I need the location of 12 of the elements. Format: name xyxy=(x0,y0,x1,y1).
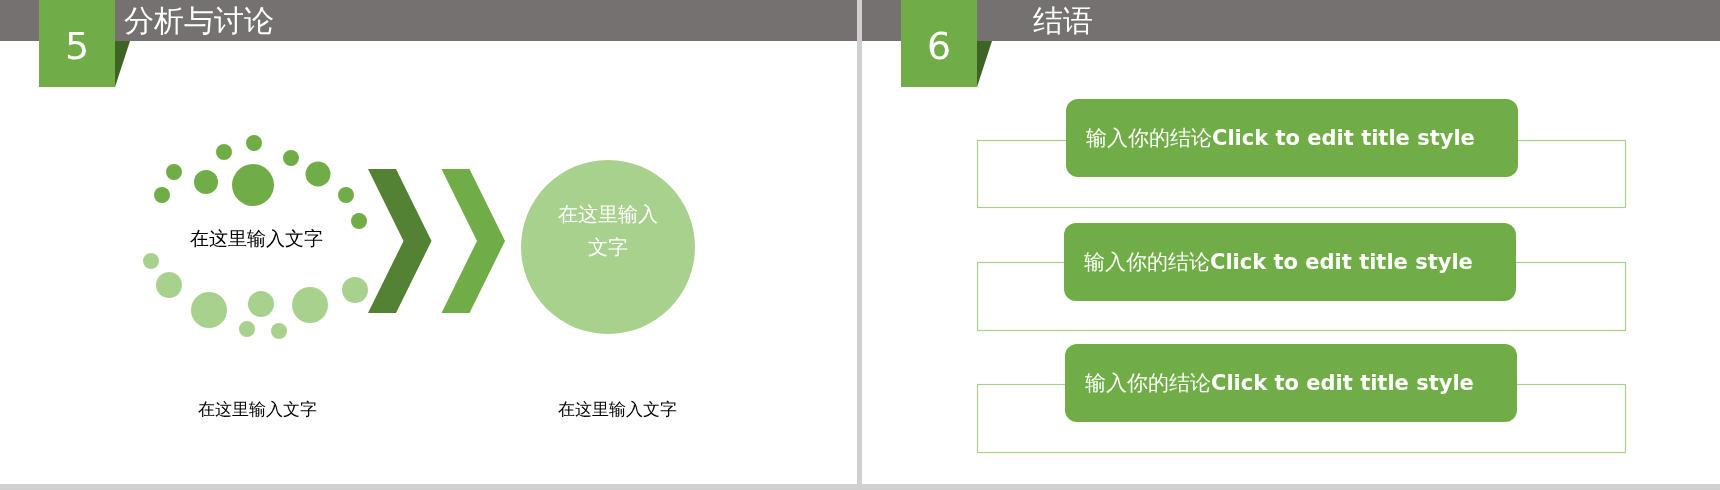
conclusion-box: 输入你的结论Click to edit title style xyxy=(1064,223,1516,301)
body-text: 在这里输入文字 xyxy=(188,226,324,251)
caption-text: 在这里输入文字 xyxy=(556,398,678,421)
number-box: 5 xyxy=(39,0,115,87)
number-box: 6 xyxy=(901,0,977,87)
body-text: 在这里输入文字 xyxy=(557,201,659,261)
conclusion-box: 输入你的结论Click to edit title style xyxy=(1066,99,1518,177)
caption-text: 在这里输入文字 xyxy=(196,398,318,421)
conclusion-box: 输入你的结论Click to edit title style xyxy=(1065,344,1517,422)
slide-title: 分析与讨论 xyxy=(124,2,274,40)
chevron-arrow xyxy=(368,169,505,313)
slide-title: 结语 xyxy=(1033,2,1093,40)
